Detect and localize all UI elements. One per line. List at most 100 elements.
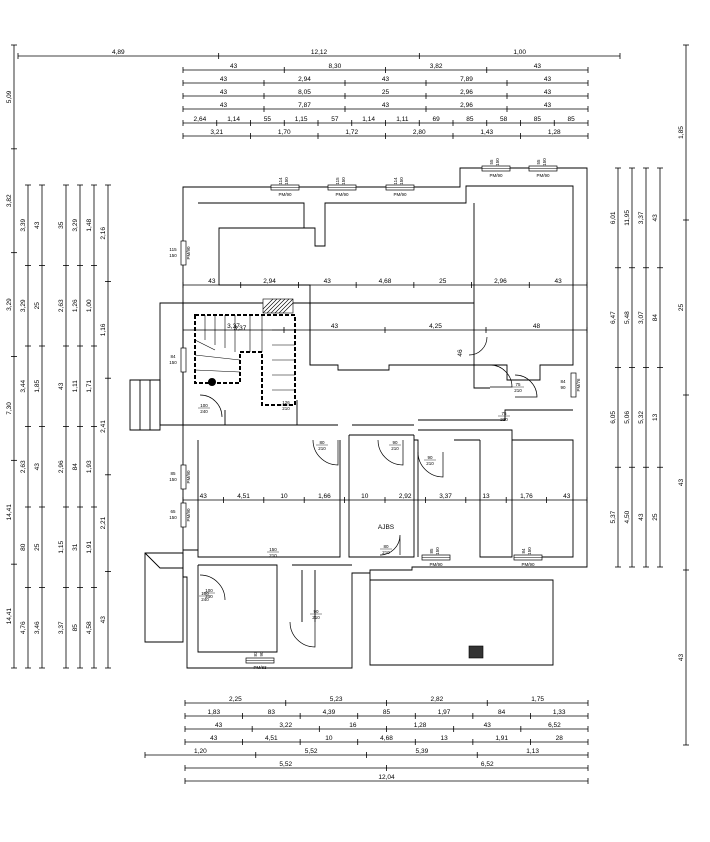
center-partitions — [348, 429, 574, 558]
window-height: 150 — [495, 158, 500, 166]
dimension-label: 85 — [72, 624, 79, 632]
dimension-label: 25 — [678, 304, 685, 312]
side-terrace-outline — [129, 379, 161, 431]
outer-walls — [129, 167, 588, 669]
door-width: 150 — [269, 547, 277, 552]
window-type: PM/90 — [536, 173, 550, 178]
dimension-label: 1,93 — [86, 460, 93, 473]
window — [180, 464, 187, 490]
dimension-label: 84 — [72, 463, 79, 471]
dimension-label: 35 — [58, 221, 65, 229]
window-width: 84 — [560, 379, 566, 384]
dimension-label: 4,51 — [265, 735, 278, 742]
door-height: 240 — [201, 597, 209, 602]
dimension-label: 5,32 — [638, 411, 645, 424]
dimension-label: 12,04 — [378, 774, 395, 781]
dimension-label: 1,76 — [520, 493, 533, 500]
window-type: PM/90 — [278, 192, 292, 197]
dimension-label: 1,20 — [194, 748, 207, 755]
dimension-label: 5,52 — [279, 761, 292, 768]
dimension-label: 69 — [433, 116, 441, 123]
dimension-label: 2,82 — [431, 696, 444, 703]
window-width: 114 — [393, 177, 398, 185]
staircase — [194, 314, 296, 406]
window-height: 150 — [527, 547, 532, 555]
dimension-label: 43 — [544, 89, 552, 96]
dimension-label: 43 — [678, 654, 685, 662]
dimension-label: 2,94 — [298, 76, 311, 83]
dimension-label: 43 — [484, 722, 492, 729]
dimension-label: 83 — [268, 709, 276, 716]
dimension-label: 43 — [230, 63, 238, 70]
dimension-label: 84 — [498, 709, 506, 716]
door-width: 75 — [501, 411, 507, 416]
door-height: 210 — [391, 446, 399, 451]
window-type: PM/90 — [186, 470, 191, 484]
dimension-label: 6,01 — [610, 211, 617, 224]
window-type: PM/83 — [253, 665, 267, 670]
dimension-label: 25 — [34, 302, 41, 310]
dimension-label: 2,96 — [494, 278, 507, 285]
dimension-label: 3,37 — [638, 211, 645, 224]
dimension-label: 2,41 — [100, 420, 107, 433]
dimension-label: 4,25 — [429, 323, 442, 330]
dimension-label: 1,91 — [495, 735, 508, 742]
dimension-label: 43 — [544, 102, 552, 109]
dimension-label: 2,25 — [229, 696, 242, 703]
dimension-label: 43 — [563, 493, 571, 500]
dimension-label: 1,26 — [72, 299, 79, 312]
dimension-label: 43 — [220, 89, 228, 96]
dimension-label: 43 — [220, 76, 228, 83]
dimension-label: 1,00 — [513, 49, 526, 56]
dimension-label: 1,11 — [396, 116, 409, 123]
dimension-label: 1,43 — [480, 129, 493, 136]
door-height: 240 — [200, 409, 208, 414]
dimension-label: 43 — [678, 479, 685, 487]
window-width: 115 — [335, 177, 340, 185]
dimension-label: 14,41 — [6, 504, 13, 521]
dimension-label: 25 — [652, 513, 659, 521]
dimension-label: 1,14 — [362, 116, 375, 123]
dimension-label: 1,15 — [58, 541, 65, 554]
dimension-label: 84 — [652, 314, 659, 322]
dimension-label: 1,83 — [207, 709, 220, 716]
stair-treads — [194, 315, 295, 391]
dimension-label: 1,28 — [414, 722, 427, 729]
dimension-label: 1,28 — [548, 129, 561, 136]
door-arc — [199, 394, 223, 418]
door-width: 80 — [383, 544, 389, 549]
dimension-label: 4,51 — [237, 493, 250, 500]
dimension-label: 43 — [331, 323, 339, 330]
dimension-label: 80 — [20, 543, 27, 551]
door-width: 90 — [313, 609, 319, 614]
dimension-label: 43 — [220, 102, 228, 109]
window-height: 150 — [399, 177, 404, 185]
dimension-label: 31 — [72, 543, 79, 551]
door-swings — [199, 336, 538, 648]
dimension-label: 43 — [555, 278, 563, 285]
dimension-label: 3,29 — [6, 298, 13, 311]
dimension-label: 2,21 — [100, 516, 107, 529]
dimension-label: 14,41 — [6, 608, 13, 625]
dimension-label: 3,82 — [6, 194, 13, 207]
door-height: 210 — [312, 615, 320, 620]
window — [180, 502, 187, 528]
window — [180, 240, 187, 266]
door-arc — [377, 439, 404, 466]
dimension-label: 1,33 — [553, 709, 566, 716]
door-arc — [289, 621, 316, 648]
dimension-label: 43 — [208, 278, 216, 285]
main-wall-outline — [182, 167, 588, 669]
dimension-label: 43 — [34, 463, 41, 471]
dimension-label: 3,44 — [20, 380, 27, 393]
porch-outline — [144, 552, 184, 643]
dimension-label: 16 — [349, 722, 357, 729]
dimension-label: 3,37 — [58, 621, 65, 634]
dimension-label: 1,48 — [86, 219, 93, 232]
window — [180, 347, 187, 373]
door-arc — [468, 336, 488, 356]
dimension-lines — [11, 44, 689, 784]
dimension-label: 1,15 — [295, 116, 308, 123]
